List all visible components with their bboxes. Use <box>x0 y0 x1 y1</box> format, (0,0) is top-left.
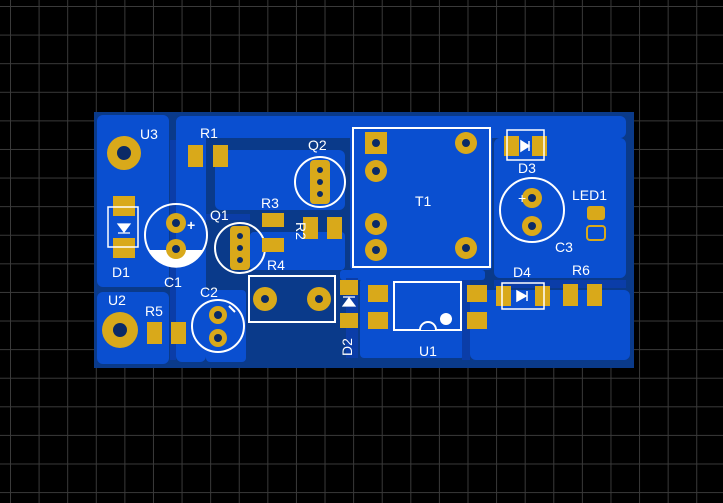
label-t1: T1 <box>415 193 432 209</box>
label-c1: C1 <box>164 274 182 290</box>
d2-pad-2 <box>340 313 358 328</box>
label-r5: R5 <box>145 303 163 319</box>
label-r6: R6 <box>572 262 590 278</box>
u1-pad-1 <box>368 285 388 302</box>
c3-plus: + <box>518 190 526 206</box>
label-u3: U3 <box>140 126 158 142</box>
u1-pad-3 <box>467 285 487 302</box>
label-d2: D2 <box>339 338 355 356</box>
r3-pad-2 <box>262 238 284 252</box>
label-q1: Q1 <box>210 207 229 223</box>
r2-pad-2 <box>327 217 342 239</box>
led1-pad-1 <box>587 206 605 220</box>
d4-pad-1 <box>496 286 511 306</box>
c3-outline <box>499 177 565 243</box>
label-c2: C2 <box>200 284 218 300</box>
r4-outline <box>248 275 336 323</box>
d1-diode-symbol <box>116 223 132 234</box>
r6-pad-1 <box>563 284 578 306</box>
label-c3: C3 <box>555 239 573 255</box>
label-led1: LED1 <box>572 187 607 203</box>
u1-pad-4 <box>467 312 487 329</box>
d1-pad-1 <box>113 196 135 216</box>
r5-pad-1 <box>147 322 162 344</box>
d4-diode-symbol <box>516 289 528 303</box>
r5-pad-2 <box>171 322 186 344</box>
d1-pad-2 <box>113 238 135 258</box>
label-r4: R4 <box>267 257 285 273</box>
c2-outline <box>191 299 245 353</box>
d3-diode-symbol <box>520 139 531 153</box>
r2-pad-1 <box>303 217 318 239</box>
t1-outline <box>352 127 491 268</box>
u1-notch <box>419 321 437 331</box>
r6-pad-2 <box>587 284 602 306</box>
u3-pad <box>107 136 141 170</box>
label-d3: D3 <box>518 160 536 176</box>
label-u1: U1 <box>419 343 437 359</box>
label-d1: D1 <box>112 264 130 280</box>
d4-pad-2 <box>535 286 550 306</box>
u1-pad-2 <box>368 312 388 329</box>
r1-pad-2 <box>213 145 228 167</box>
label-r1: R1 <box>200 125 218 141</box>
d2-diode-symbol <box>341 296 357 307</box>
label-q2: Q2 <box>308 137 327 153</box>
c2-marker <box>228 305 236 313</box>
u1-pin1-dot <box>440 313 452 325</box>
r3-pad-1 <box>262 213 284 227</box>
r1-pad-1 <box>188 145 203 167</box>
label-d4: D4 <box>513 264 531 280</box>
led1-pad-2 <box>586 225 606 241</box>
c1-plus: + <box>187 217 195 233</box>
label-r3: R3 <box>261 195 279 211</box>
label-r2: R2 <box>293 222 309 240</box>
d2-pad-1 <box>340 280 358 295</box>
q2-outline <box>294 156 346 208</box>
label-u2: U2 <box>108 292 126 308</box>
